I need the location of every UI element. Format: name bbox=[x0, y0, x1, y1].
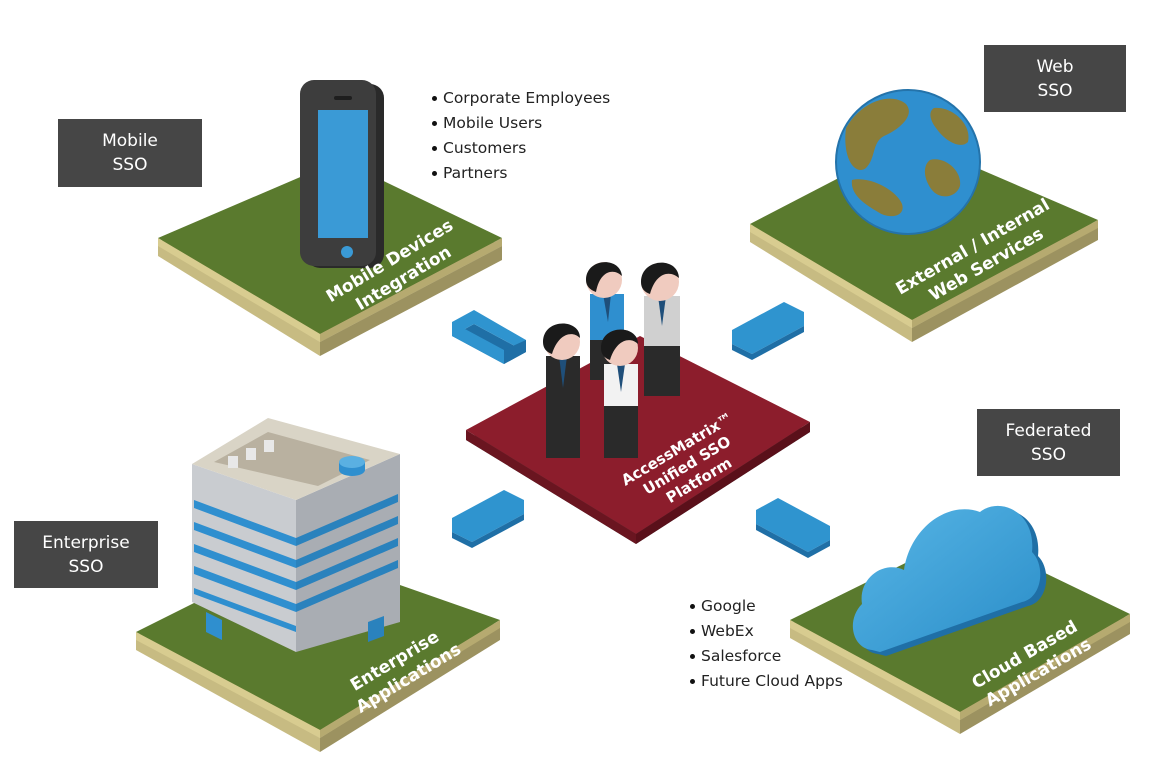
cloud-icon bbox=[852, 505, 1047, 656]
person-icon-back-right bbox=[641, 262, 680, 396]
cloud-apps-list: Google WebEx Salesforce Future Cloud App… bbox=[690, 594, 843, 694]
person-icon-front-right bbox=[601, 329, 638, 458]
list-item: Corporate Employees bbox=[432, 86, 610, 111]
platform-label: AccessMatrix™ Unified SSO Platform bbox=[618, 406, 760, 522]
enterprise-sso-line2: SSO bbox=[68, 556, 104, 577]
list-item: Salesforce bbox=[690, 644, 843, 669]
enterprise-sso-box: Enterprise SSO bbox=[14, 521, 158, 588]
federated-sso-line2: SSO bbox=[1031, 444, 1066, 465]
globe-icon bbox=[835, 89, 981, 235]
list-item: Google bbox=[690, 594, 843, 619]
arrow-web-to-platform bbox=[732, 302, 804, 360]
enterprise-sso-line1: Enterprise bbox=[42, 532, 130, 553]
web-sso-line1: Web bbox=[1036, 56, 1074, 77]
web-sso-line2: SSO bbox=[1037, 80, 1073, 101]
list-item: WebEx bbox=[690, 619, 843, 644]
web-sso-box: Web SSO bbox=[984, 45, 1126, 112]
list-item: Partners bbox=[432, 161, 610, 186]
mobile-sso-line1: Mobile bbox=[102, 131, 158, 151]
mobile-sso-box: Mobile SSO bbox=[58, 119, 202, 187]
office-building-icon bbox=[192, 418, 400, 652]
list-item: Mobile Users bbox=[432, 111, 610, 136]
arrow-mobile-to-platform bbox=[452, 310, 526, 364]
users-list: Corporate Employees Mobile Users Custome… bbox=[432, 86, 610, 186]
list-item: Customers bbox=[432, 136, 610, 161]
mobile-sso-line2: SSO bbox=[112, 155, 148, 175]
smartphone-icon bbox=[300, 80, 384, 268]
federated-sso-line1: Federated bbox=[1005, 420, 1092, 441]
federated-sso-box: Federated SSO bbox=[977, 409, 1120, 476]
list-item: Future Cloud Apps bbox=[690, 669, 843, 694]
person-icon-front-left bbox=[543, 323, 580, 458]
arrow-enterprise-to-platform bbox=[452, 490, 524, 548]
arrow-cloud-to-platform bbox=[756, 498, 830, 558]
